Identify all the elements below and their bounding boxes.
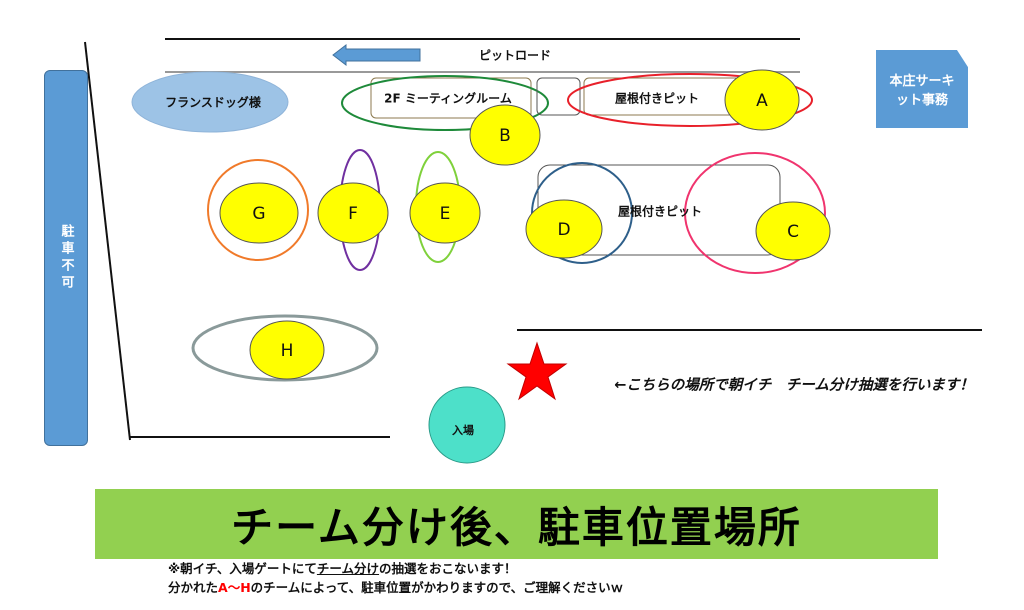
- note-highlight: A～H: [218, 580, 251, 595]
- note-line-1: ※朝イチ、入場ゲートにてチーム分けの抽選をおこないます！: [168, 558, 517, 577]
- zone-b-label: B: [499, 126, 511, 146]
- note-line-2: 分かれたA～Hのチームによって、駐車位置がかわりますので、ご理解くださいｗ: [168, 577, 623, 596]
- banner-title: チーム分け後、駐車位置場所: [231, 502, 802, 552]
- zone-d-marker: [525, 199, 603, 259]
- zone-a-label: A: [756, 91, 768, 111]
- france-dog-area: [131, 71, 289, 133]
- entrance-circle: [428, 386, 506, 464]
- zone-g-label: G: [252, 204, 266, 224]
- entrance-label: 入場: [452, 424, 474, 437]
- zone-a-ring: [567, 73, 813, 127]
- no-parking-label: 駐車不可: [58, 224, 74, 292]
- meeting-room-label: 2F ミーティングルーム: [384, 91, 512, 106]
- meeting-room-building: [370, 77, 532, 119]
- zone-h-marker: [249, 320, 325, 380]
- zone-b-ring: [341, 75, 549, 131]
- title-banner: チーム分け後、駐車位置場所: [95, 489, 938, 559]
- zone-c-label: C: [787, 222, 799, 242]
- office-label: 本庄サーキット事務: [889, 74, 955, 108]
- zone-c-marker: [755, 201, 831, 261]
- note-underlined: チーム分け: [316, 561, 380, 576]
- note-text: 分かれた: [168, 580, 219, 595]
- france-dog-label: フランスドッグ様: [165, 95, 261, 110]
- zone-h-ring: [191, 314, 379, 382]
- pit-road-label: ピットロード: [478, 48, 552, 63]
- roofed-pit-top-label: 屋根付きピット: [614, 91, 700, 106]
- star-icon: [506, 341, 568, 401]
- zone-d-label: D: [557, 220, 571, 240]
- zone-e-marker: [409, 182, 481, 244]
- zone-a-marker: [724, 69, 800, 131]
- zone-g-ring: [207, 159, 309, 261]
- office-building: 本庄サーキット事務: [876, 50, 968, 128]
- no-parking-area: 駐車不可: [44, 70, 88, 446]
- zone-h-label: H: [280, 341, 294, 361]
- zone-b-marker: [469, 104, 541, 166]
- direction-arrow-icon: [332, 43, 421, 67]
- zone-e-label: E: [439, 204, 451, 224]
- small-building: [536, 77, 581, 116]
- note-text: ※朝イチ、入場ゲートにて: [168, 561, 317, 576]
- note-text: の抽選をおこないます！: [379, 561, 517, 576]
- zone-g-marker: [219, 182, 299, 244]
- lottery-note: ←こちらの場所で朝イチ チーム分け抽選を行います！: [614, 377, 974, 394]
- roofed-pit-mid-label: 屋根付きピット: [617, 204, 703, 219]
- zone-f-marker: [317, 182, 389, 244]
- boundary-line: [84, 41, 131, 441]
- zone-f-label: F: [348, 204, 358, 224]
- zone-c-ring: [684, 152, 826, 274]
- note-text: のチームによって、駐車位置がかわりますので、ご理解くださいｗ: [250, 580, 624, 595]
